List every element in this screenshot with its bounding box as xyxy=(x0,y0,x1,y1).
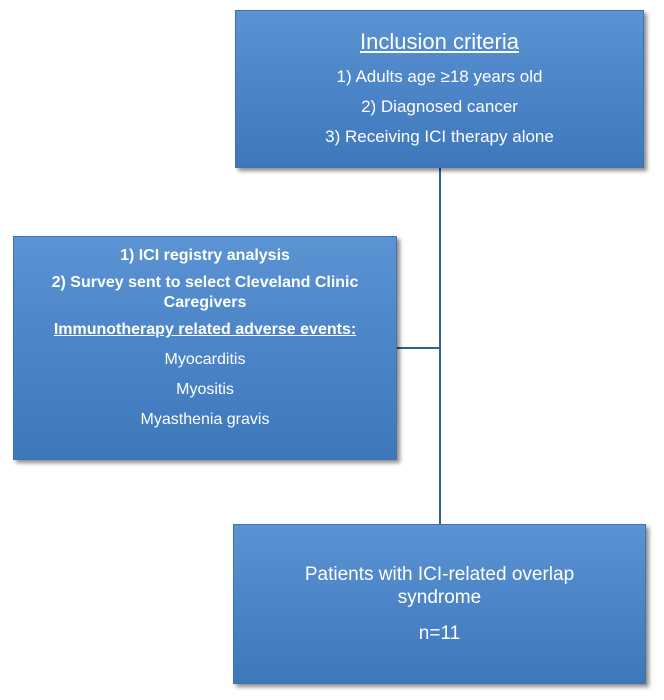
result-count: n=11 xyxy=(418,623,461,644)
event-myocarditis: Myocarditis xyxy=(164,351,246,368)
criterion-cancer: 2) Diagnosed cancer xyxy=(361,97,518,116)
criterion-ici-therapy: 3) Receiving ICI therapy alone xyxy=(325,127,554,146)
inclusion-criteria-title: Inclusion criteria xyxy=(360,29,519,54)
survey-step: 2) Survey sent to select Cleveland Clini… xyxy=(51,274,359,311)
registry-analysis-step: 1) ICI registry analysis xyxy=(120,247,290,264)
connector-horizontal xyxy=(397,347,441,349)
result-label: Patients with ICI-related overlap syndro… xyxy=(304,564,575,608)
inclusion-criteria-box: Inclusion criteria 1) Adults age ≥18 yea… xyxy=(235,10,644,168)
adverse-events-heading: Immunotherapy related adverse events: xyxy=(53,321,357,338)
result-box: Patients with ICI-related overlap syndro… xyxy=(233,524,646,684)
criterion-age: 1) Adults age ≥18 years old xyxy=(336,67,543,86)
connector-vertical xyxy=(439,168,441,524)
event-myasthenia-gravis: Myasthenia gravis xyxy=(140,411,270,428)
event-myositis: Myositis xyxy=(176,381,234,398)
methods-box: 1) ICI registry analysis 2) Survey sent … xyxy=(13,236,397,460)
